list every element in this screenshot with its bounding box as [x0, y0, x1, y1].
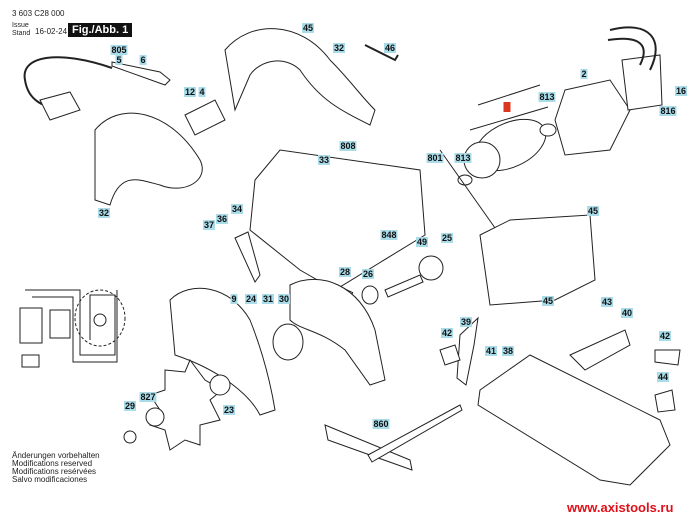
part-label[interactable]: 44	[656, 372, 670, 382]
shaft	[384, 274, 424, 298]
part-label[interactable]: 26	[361, 269, 375, 279]
washer	[145, 407, 165, 427]
part-label[interactable]: 16	[674, 86, 688, 96]
part-label[interactable]: 32	[97, 208, 111, 218]
part-label[interactable]: 45	[541, 296, 555, 306]
knob3	[654, 389, 676, 413]
figure-label: Fig./Abb. 1	[68, 23, 133, 37]
part-label[interactable]: 38	[501, 346, 515, 356]
part-label[interactable]: 28	[338, 267, 352, 277]
note-fr: Modifications resérvées	[12, 467, 97, 476]
part-label[interactable]: 42	[658, 331, 672, 341]
bolt	[123, 430, 137, 444]
part-label[interactable]: 2	[580, 69, 588, 79]
part-label[interactable]: 45	[586, 206, 600, 216]
note-de: Änderungen vorbehalten	[12, 451, 100, 460]
field-wire	[607, 26, 657, 71]
part-label[interactable]: 41	[484, 346, 498, 356]
knob	[439, 344, 461, 366]
part-label[interactable]: 29	[123, 401, 137, 411]
part-label[interactable]: 813	[454, 153, 472, 163]
part-label-highlighted[interactable]: 3	[503, 102, 511, 112]
base-plate	[477, 354, 671, 486]
field-stator	[554, 79, 631, 156]
issue-date: 16-02-24	[35, 27, 68, 36]
parallel-guide	[324, 424, 413, 471]
part-label[interactable]: 801	[426, 153, 444, 163]
brush-holder	[621, 54, 663, 111]
part-label[interactable]: 31	[261, 294, 275, 304]
guide-rule	[367, 404, 463, 463]
part-label[interactable]: 860	[372, 419, 390, 429]
part-label[interactable]: 6	[139, 55, 147, 65]
ring	[272, 323, 304, 361]
modification-notes: Änderungen vorbehalten Modifications res…	[12, 452, 100, 484]
issue-label-de: Stand	[12, 30, 31, 37]
issue-label-en: Issue	[12, 22, 29, 29]
depth-bracket	[456, 316, 479, 386]
riving-knife	[234, 231, 261, 283]
part-label[interactable]: 25	[440, 233, 454, 243]
hex-key	[364, 44, 399, 62]
part-label[interactable]: 42	[440, 328, 454, 338]
motor-housing	[249, 149, 426, 291]
part-label[interactable]: 24	[244, 294, 258, 304]
part-label[interactable]: 39	[459, 317, 473, 327]
plug	[39, 91, 81, 121]
part-label[interactable]: 32	[332, 43, 346, 53]
part-label[interactable]: 37	[202, 220, 216, 230]
cord-sleeve	[111, 61, 171, 86]
bearing3	[361, 285, 379, 305]
part-label[interactable]: 808	[339, 141, 357, 151]
wiring-schematic	[19, 289, 126, 368]
lower-guard	[289, 278, 386, 386]
handle-top	[224, 28, 376, 126]
flange	[209, 374, 231, 396]
part-label[interactable]: 816	[659, 106, 677, 116]
part-label[interactable]: 49	[415, 237, 429, 247]
part-label[interactable]: 4	[198, 87, 206, 97]
part-label[interactable]: 46	[383, 43, 397, 53]
part-label[interactable]: 848	[380, 230, 398, 240]
gear-housing	[479, 214, 596, 306]
part-label[interactable]: 5	[115, 55, 123, 65]
gear	[418, 255, 444, 281]
switch	[184, 99, 226, 136]
part-label[interactable]: 34	[230, 204, 244, 214]
knob2	[654, 349, 681, 366]
saw-blade	[149, 359, 223, 451]
part-label[interactable]: 33	[317, 155, 331, 165]
part-label[interactable]: 40	[620, 308, 634, 318]
part-label[interactable]: 813	[538, 92, 556, 102]
document-number: 3 603 C28 000	[12, 9, 65, 18]
part-label[interactable]: 43	[600, 297, 614, 307]
note-en: Modifications reserved	[12, 459, 93, 468]
part-label[interactable]: 23	[222, 405, 236, 415]
part-label[interactable]: 30	[277, 294, 291, 304]
part-label[interactable]: 805	[110, 45, 128, 55]
bevel-bracket	[569, 329, 631, 371]
part-label[interactable]: 45	[301, 23, 315, 33]
part-label[interactable]: 12	[183, 87, 197, 97]
part-label[interactable]: 827	[139, 392, 157, 402]
part-label[interactable]: 9	[230, 294, 238, 304]
watermark: www.axistools.ru	[567, 500, 674, 515]
handle-cover	[94, 112, 203, 206]
part-label[interactable]: 36	[215, 214, 229, 224]
note-es: Salvo modificaciones	[12, 475, 88, 484]
bearing2	[457, 174, 473, 186]
bearing	[539, 123, 557, 137]
